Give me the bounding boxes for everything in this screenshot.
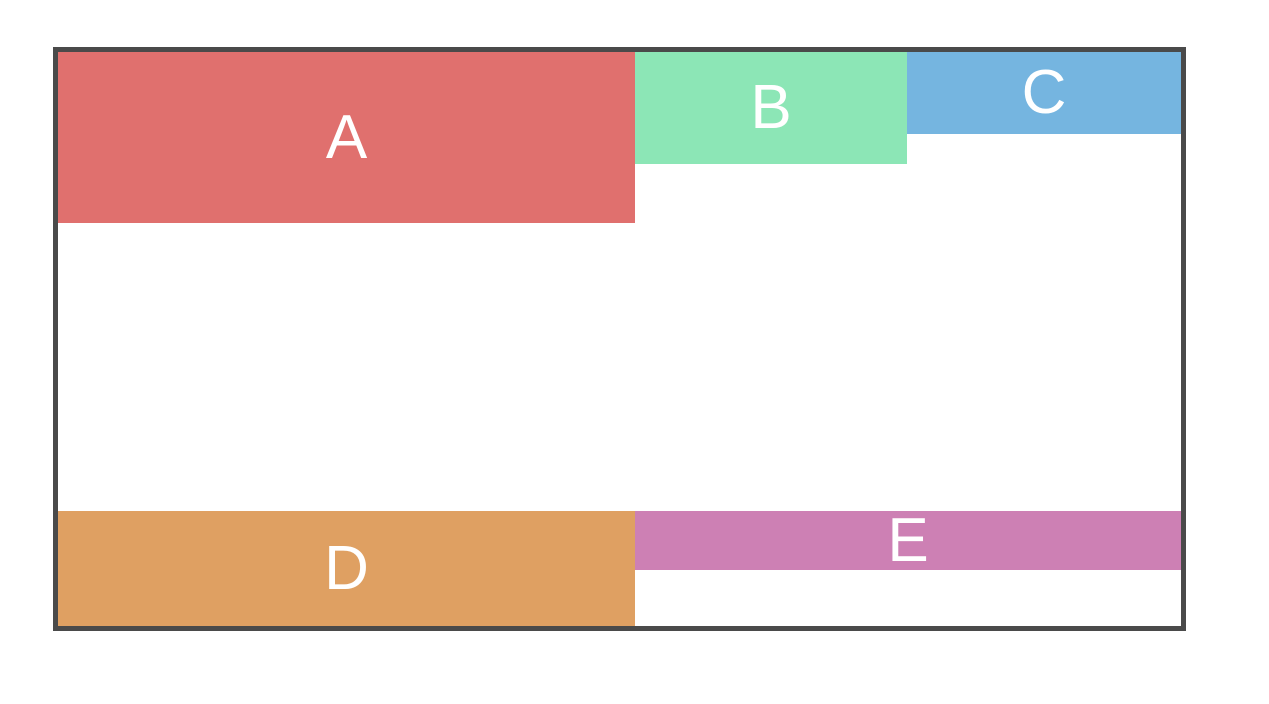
block-d-label: D <box>324 533 369 603</box>
block-c-label: C <box>1021 58 1067 127</box>
block-d[interactable]: D <box>58 511 635 626</box>
block-b[interactable]: B <box>635 52 907 164</box>
block-group: A B C D E <box>58 52 1181 626</box>
block-e[interactable]: E <box>635 511 1181 570</box>
block-c[interactable]: C <box>907 52 1181 134</box>
block-a[interactable]: A <box>58 52 635 223</box>
block-e-label: E <box>887 511 929 570</box>
block-a-label: A <box>325 102 368 172</box>
block-b-label: B <box>750 73 792 142</box>
layout-container: A B C D E <box>53 47 1186 631</box>
